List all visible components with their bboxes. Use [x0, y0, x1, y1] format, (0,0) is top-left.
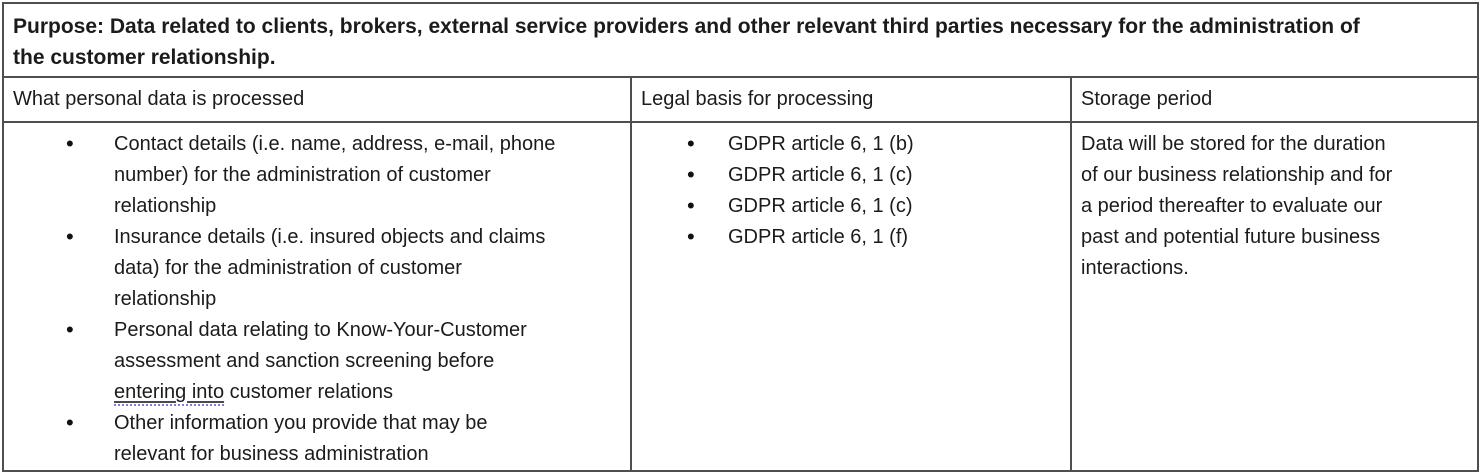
column-header-personal-data-cell: What personal data is processed	[2, 76, 632, 123]
purpose-statement: Purpose: Data related to clients, broker…	[13, 15, 1360, 69]
purpose-cell: Purpose: Data related to clients, broker…	[2, 2, 1479, 78]
list-item: GDPR article 6, 1 (c)	[632, 159, 1064, 191]
content-row: Contact details (i.e. name, address, e-m…	[2, 121, 1479, 472]
personal-data-list: Contact details (i.e. name, address, e-m…	[4, 128, 630, 470]
storage-period-text: Data will be stored for the duration of …	[1081, 133, 1393, 279]
list-item: Other information you provide that may b…	[4, 407, 624, 470]
legal-basis-list: GDPR article 6, 1 (b) GDPR article 6, 1 …	[632, 128, 1070, 253]
column-header-storage-cell: Storage period	[1070, 76, 1479, 123]
list-item: GDPR article 6, 1 (c)	[632, 190, 1064, 222]
column-header-legal-basis: Legal basis for processing	[641, 88, 874, 110]
column-header-personal-data: What personal data is processed	[13, 88, 305, 110]
list-item-text: customer relations	[224, 381, 394, 403]
personal-data-cell: Contact details (i.e. name, address, e-m…	[2, 121, 632, 472]
list-item: Insurance details (i.e. insured objects …	[4, 221, 624, 315]
list-item: GDPR article 6, 1 (f)	[632, 221, 1064, 253]
list-item: Personal data relating to Know-Your-Cust…	[4, 314, 624, 408]
column-header-row: What personal data is processed Legal ba…	[2, 76, 1479, 123]
list-item-text: Personal data relating to Know-Your-Cust…	[114, 319, 527, 372]
list-item: Contact details (i.e. name, address, e-m…	[4, 128, 624, 222]
column-header-legal-basis-cell: Legal basis for processing	[630, 76, 1072, 123]
list-item: GDPR article 6, 1 (b)	[632, 128, 1064, 160]
column-header-storage-period: Storage period	[1081, 88, 1213, 110]
purpose-header-row: Purpose: Data related to clients, broker…	[2, 2, 1479, 78]
storage-period-cell: Data will be stored for the duration of …	[1070, 121, 1479, 472]
grammar-check-marked-phrase: entering into	[114, 381, 225, 406]
legal-basis-cell: GDPR article 6, 1 (b) GDPR article 6, 1 …	[630, 121, 1072, 472]
